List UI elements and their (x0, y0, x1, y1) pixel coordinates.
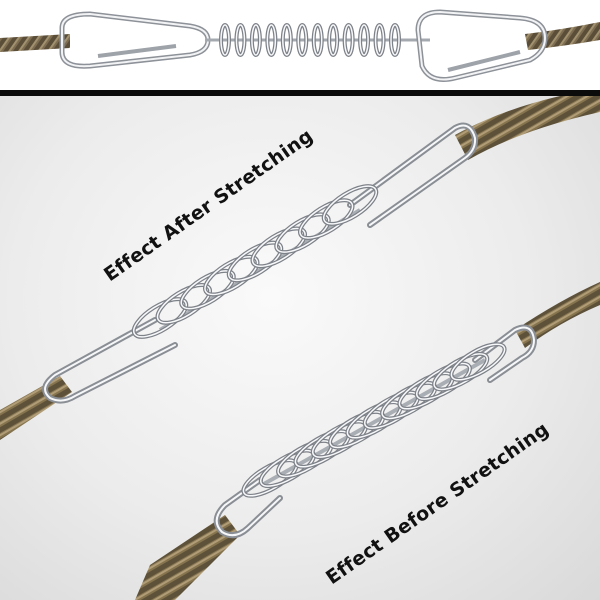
spring-coil-stretched-highlight (204, 255, 259, 296)
spring-coil-stretched-highlight (299, 199, 354, 239)
spring-coil-top-highlight (343, 24, 354, 56)
cord-right-top (525, 22, 600, 50)
stretched-spring-assembly (42, 122, 479, 404)
cord-upper-right (455, 96, 600, 160)
spring-coil-stretched-highlight (251, 227, 306, 268)
spring-coil-compressed-highlight (416, 362, 471, 400)
spring-coil-top-highlight (390, 24, 400, 56)
spring-coil-stretched-highlight (228, 241, 282, 282)
spring-coil-top-highlight (359, 24, 369, 56)
spring-coil-stretched-highlight (275, 213, 330, 253)
carabiner-right-top (415, 9, 548, 82)
spring-coil-top-highlight (374, 24, 385, 56)
spring-coil-top-highlight (251, 24, 261, 56)
top-view-panel (0, 0, 600, 90)
spring-coil-stretched-highlight (133, 298, 187, 338)
spring-coil-compressed-highlight (450, 343, 506, 381)
spring-coil-top-highlight (282, 24, 292, 56)
spring-coil-top-highlight (220, 24, 230, 56)
spring-coil-stretched-highlight (156, 284, 211, 324)
cord-left-top (0, 34, 70, 52)
panel-divider (0, 90, 600, 96)
spring-coil-top-highlight (266, 24, 277, 56)
cord-upper-left (0, 376, 72, 440)
spring-coil-stretched-highlight (180, 270, 235, 310)
top-spring-illustration (0, 9, 600, 82)
spring-coil-top-highlight (312, 24, 323, 56)
spring-coil-top-highlight (235, 24, 246, 56)
spring-coil-top-highlight (297, 24, 308, 56)
spring-top (205, 23, 430, 57)
comparison-illustration (0, 96, 600, 600)
link-upper-right (347, 122, 479, 228)
cord-lower-right (515, 282, 600, 348)
compressed-spring-assembly (213, 324, 538, 539)
carabiner-left-top (59, 11, 211, 69)
spring-coil-top-highlight (328, 24, 338, 56)
cord-lower-left (135, 515, 240, 600)
spring-coil-compressed-highlight (433, 353, 488, 391)
comparison-panel: Effect After Stretching Effect Before St… (0, 96, 600, 600)
spring-coil-stretched-highlight (323, 185, 377, 225)
